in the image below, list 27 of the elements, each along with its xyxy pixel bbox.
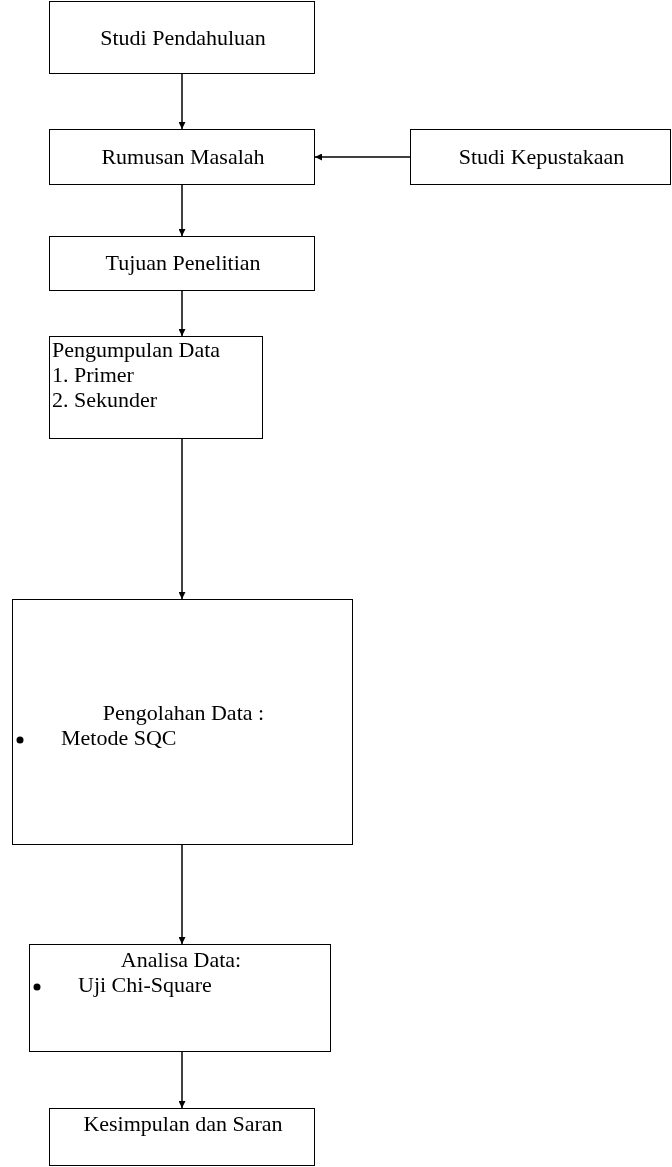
arrow — [178, 844, 186, 945]
box-text: Studi Pendahuluan — [99, 25, 267, 51]
process-box — [49, 129, 315, 185]
process-box — [49, 336, 263, 439]
arrow — [178, 184, 186, 237]
arrow — [314, 153, 411, 161]
process-box — [49, 1, 315, 74]
box-text: 1. Primer — [52, 362, 135, 388]
box-text: Pengumpulan Data — [52, 337, 222, 363]
box-text: Metode SQC — [61, 725, 178, 751]
box-text: Pengolahan Data : — [101, 700, 266, 726]
arrow — [178, 290, 186, 337]
process-box — [29, 944, 331, 1052]
box-text: Tujuan Penelitian — [104, 250, 262, 276]
arrow — [178, 1051, 186, 1109]
box-text: Analisa Data: — [119, 947, 243, 973]
box-text: Uji Chi-Square — [78, 972, 213, 998]
process-box — [49, 1108, 315, 1166]
arrow — [178, 438, 186, 600]
process-box — [410, 129, 671, 185]
process-box — [12, 599, 353, 845]
process-box — [49, 236, 315, 291]
arrow — [178, 73, 186, 130]
box-text: 2. Sekunder — [52, 387, 159, 413]
box-text: Rumusan Masalah — [100, 144, 266, 170]
box-text: Studi Kepustakaan — [457, 144, 626, 170]
box-text: Kesimpulan dan Saran — [82, 1111, 284, 1137]
